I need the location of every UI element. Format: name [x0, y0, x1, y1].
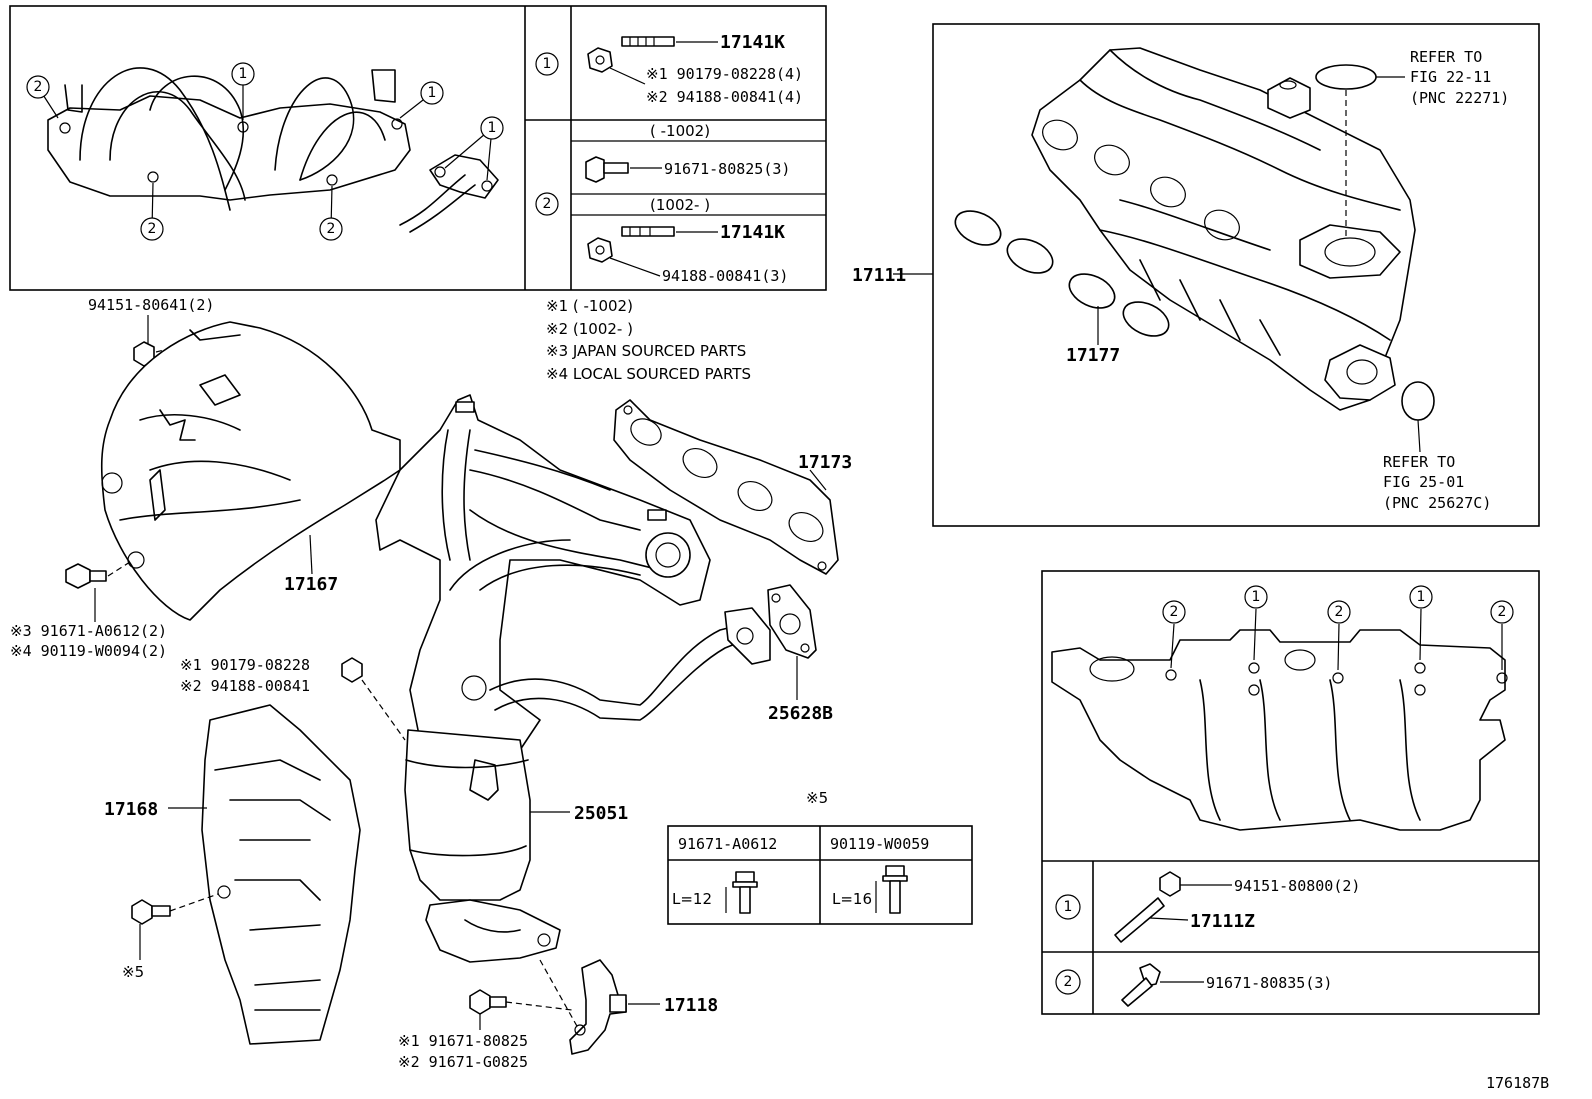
exhaust-gasket: 17173 [613, 399, 852, 575]
part-label: 17173 [798, 452, 852, 473]
refer-note: (PNC 25627C) [1383, 494, 1491, 512]
part-number: 94188-00841(3) [662, 267, 788, 285]
part-label: 17111 [852, 265, 906, 286]
part-number: 91671-80825(3) [664, 160, 790, 178]
bolt-length: L=16 [832, 890, 872, 908]
bolt-icon [585, 156, 662, 183]
part-label: 25051 [574, 803, 628, 824]
part-label: ※4 90119-W0094(2) [10, 642, 167, 660]
callout-2: 2 [1335, 604, 1344, 620]
refer-note: FIG 22-11 [1410, 68, 1491, 86]
bolt-length: L=12 [672, 890, 712, 908]
callout-2: 2 [1498, 604, 1507, 620]
footnotes: ※1 ( -1002) ※2 (1002- ) ※3 JAPAN SOURCED… [546, 297, 751, 383]
nut-icon [587, 47, 646, 85]
refer-note: REFER TO [1410, 48, 1482, 66]
refer-note: REFER TO [1383, 453, 1455, 471]
footnote-1: ※1 ( -1002) [546, 297, 633, 315]
callout-2: 2 [1170, 604, 1179, 620]
part-number: 17141K [720, 32, 785, 53]
exhaust-manifold-converter: 25051 ※1 90179-08228 ※2 94188-00841 [180, 394, 771, 963]
intake-gasket-set: 17177 [954, 210, 1170, 366]
date-range: ( -1002) [650, 122, 710, 140]
part-number: 17111Z [1190, 911, 1255, 932]
part-label: ※1 90179-08228 [180, 656, 310, 674]
part-label: 17167 [284, 574, 338, 595]
table-key-1: 1 [543, 56, 552, 72]
manifold-stay: 17118 ※1 91671-80825 ※2 91671-G0825 [398, 959, 718, 1071]
heat-insulator-lower: 17168 ※5 [104, 704, 361, 1045]
manifold-flange-sketch: 2 1 1 1 2 2 [26, 62, 504, 241]
part-label: 25628B [768, 703, 833, 724]
footnote-3: ※3 JAPAN SOURCED PARTS [546, 342, 746, 360]
callout-1: 1 [428, 85, 437, 101]
intake-bolt-panel: 2 1 2 1 2 1 94151-80800(2) 17111Z 2 9167… [1041, 570, 1540, 1015]
callout-2: 2 [327, 221, 336, 237]
part-label: 94151-80641(2) [88, 296, 214, 314]
flange-bolt-icon [725, 871, 758, 914]
part-number: ※2 94188-00841(4) [646, 88, 803, 106]
part-number: 94151-80800(2) [1234, 877, 1360, 895]
part-label: 17177 [1066, 345, 1120, 366]
bolt-spec-table: ※5 91671-A0612 90119-W0059 L=12 L=16 [667, 789, 973, 925]
date-range: (1002- ) [650, 196, 710, 214]
callout-1: 1 [239, 66, 248, 82]
part-label: ※5 [122, 963, 144, 981]
flange-bolt-icon [875, 865, 908, 914]
callout-2: 2 [34, 79, 43, 95]
footnote-4: ※4 LOCAL SOURCED PARTS [546, 365, 751, 383]
table-title: ※5 [806, 789, 828, 807]
part-number: 91671-80835(3) [1206, 974, 1332, 992]
callout-1: 1 [488, 120, 497, 136]
stud-bolt-icon [621, 36, 718, 47]
table-key-2: 2 [1064, 974, 1073, 990]
nut-icon [587, 237, 661, 277]
callout-2: 2 [148, 221, 157, 237]
table-key-2: 2 [543, 196, 552, 212]
part-label: ※1 91671-80825 [398, 1032, 528, 1050]
refer-note: FIG 25-01 [1383, 473, 1464, 491]
callout-1: 1 [1252, 589, 1261, 605]
part-label: ※2 94188-00841 [180, 677, 310, 695]
part-number: 17141K [720, 222, 785, 243]
stud-bolt-icon [621, 226, 718, 237]
intake-manifold-panel: 17111 REFER TO FIG 22-11 (PNC 22271) REF… [852, 23, 1540, 527]
callout-1: 1 [1417, 589, 1426, 605]
part-label: 17168 [104, 799, 158, 820]
part-number: ※1 90179-08228(4) [646, 65, 803, 83]
refer-note: (PNC 22271) [1410, 89, 1509, 107]
figure-id: 176187B [1486, 1074, 1549, 1092]
heat-insulator-upper: 94151-80641(2) 17167 ※3 91671-A0612(2) ※… [10, 296, 401, 660]
part-label: 17118 [664, 995, 718, 1016]
footnote-2: ※2 (1002- ) [546, 320, 633, 338]
part-label: ※3 91671-A0612(2) [10, 622, 167, 640]
part-label: ※2 91671-G0825 [398, 1053, 528, 1071]
table-key-1: 1 [1064, 899, 1073, 915]
column-header: 91671-A0612 [678, 835, 777, 853]
column-header: 90119-W0059 [830, 835, 929, 853]
exhaust-bolt-inset: 2 1 1 1 2 2 1 2 17141K [9, 5, 827, 291]
pipe-gasket: 25628B [767, 584, 833, 724]
